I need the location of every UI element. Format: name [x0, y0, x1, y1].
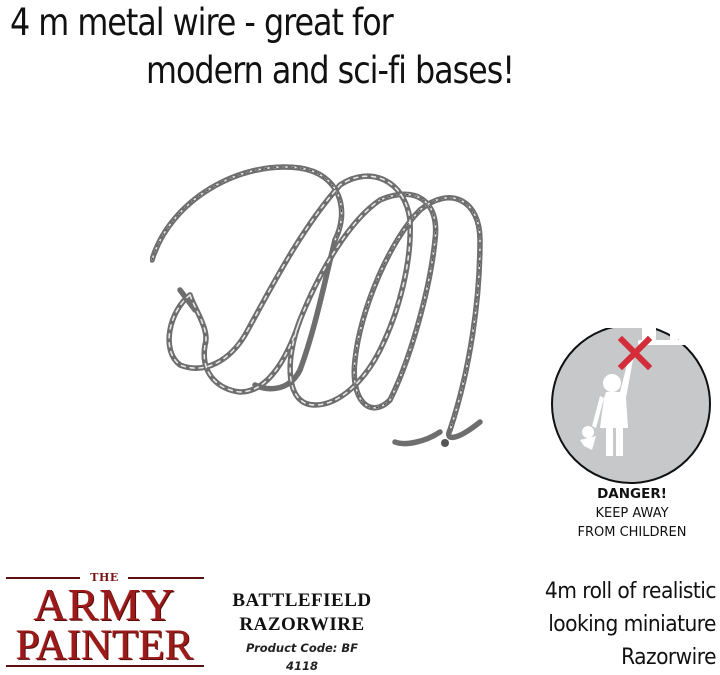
description-line-3: Razorwire — [621, 645, 716, 670]
army-painter-logo: THE ARMY PAINTER — [2, 572, 207, 668]
danger-line-2: FROM CHILDREN — [577, 525, 687, 540]
danger-warning-text: DANGER! KEEP AWAY FROM CHILDREN — [552, 485, 712, 542]
description-line-2: looking miniature — [548, 612, 716, 637]
danger-line-1: KEEP AWAY — [595, 506, 669, 521]
logo-painter: PAINTER — [15, 622, 194, 669]
razorwire-coil-image — [150, 164, 483, 447]
product-name-line-1: BATTLEFIELD — [232, 590, 372, 611]
product-description: 4m roll of realistic looking miniature R… — [544, 575, 717, 674]
danger-title: DANGER! — [597, 486, 667, 502]
product-code: Product Code: BF 4118 — [246, 641, 358, 673]
logo-rule-bottom — [6, 665, 204, 667]
keep-away-from-children-icon — [551, 328, 711, 484]
product-name-line-2: RAZORWIRE — [239, 614, 365, 635]
product-info: BATTLEFIELD RAZORWIRE Product Code: BF 4… — [232, 589, 372, 675]
logo-the: THE — [90, 571, 119, 584]
description-line-1: 4m roll of realistic — [544, 579, 717, 604]
logo-rule-right — [128, 577, 204, 579]
logo-army: ARMY — [33, 579, 176, 630]
headline-line-1: 4 m metal wire - great for — [10, 1, 394, 44]
logo-rule-left — [6, 577, 80, 579]
headline-line-2: modern and sci-fi bases! — [146, 49, 515, 92]
